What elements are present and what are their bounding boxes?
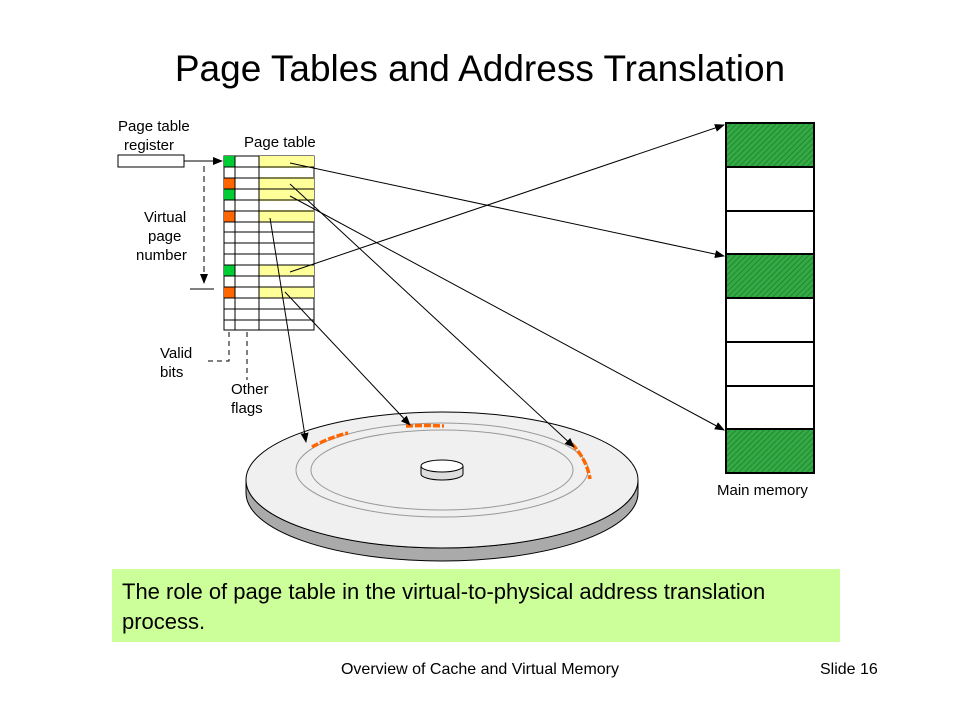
- slide-title: Page Tables and Address Translation: [174, 48, 786, 89]
- valid-bit-clear: [224, 287, 235, 298]
- vpn-label-line3: number: [136, 247, 187, 264]
- main-memory: [725, 122, 815, 474]
- entry-highlight: [259, 287, 314, 298]
- disk: [245, 411, 639, 562]
- disk-spindle-top: [420, 459, 464, 473]
- entry-highlight: [259, 265, 314, 276]
- entry-highlight: [259, 210, 314, 222]
- translation-arrows: [269, 124, 725, 448]
- valid-bits-pointer: [206, 332, 230, 362]
- disk-page-segment: [405, 423, 445, 428]
- valid-bit-set: [224, 156, 235, 167]
- valid-bit-clear: [224, 211, 235, 222]
- footer-slide-number: Slide 16: [820, 661, 878, 678]
- memory-page-used: [727, 124, 813, 166]
- other-flags-label-line2: flags: [231, 400, 263, 417]
- other-flags-label-line1: Other: [231, 381, 269, 398]
- page-table-register: [117, 154, 185, 168]
- caption-text: The role of page table in the virtual-to…: [122, 579, 766, 634]
- valid-bits-label-line2: bits: [160, 364, 183, 381]
- page-table: [223, 155, 315, 331]
- valid-bit-set: [224, 189, 235, 200]
- caption-box: The role of page table in the virtual-to…: [112, 569, 840, 642]
- ptr-label-line2: register: [124, 137, 174, 154]
- vpn-label-line1: Virtual: [144, 209, 186, 226]
- valid-bit-set: [224, 265, 235, 276]
- footer-deck-title: Overview of Cache and Virtual Memory: [340, 661, 620, 678]
- entry-highlight: [259, 189, 314, 201]
- arrow-to-memory-frame: [289, 162, 725, 259]
- arrow-to-disk: [269, 217, 309, 443]
- disk-page-segment: [311, 431, 349, 449]
- valid-bits-label-line1: Valid: [160, 345, 192, 362]
- entry-highlight: [259, 177, 314, 189]
- arrow-to-memory-frame: [289, 124, 725, 273]
- valid-bit-clear: [224, 178, 235, 189]
- memory-page-used: [727, 255, 813, 297]
- arrow-to-disk: [289, 183, 575, 448]
- disk-inner-track: [310, 429, 574, 511]
- ptr-label-line1: Page table: [118, 118, 190, 135]
- vpn-label-line2: page: [148, 228, 181, 245]
- arrow-to-disk: [284, 291, 411, 426]
- arrow-to-memory-frame: [289, 195, 725, 431]
- page-table-label: Page table: [244, 134, 316, 151]
- main-memory-label: Main memory: [717, 482, 808, 499]
- memory-page-used: [727, 430, 813, 472]
